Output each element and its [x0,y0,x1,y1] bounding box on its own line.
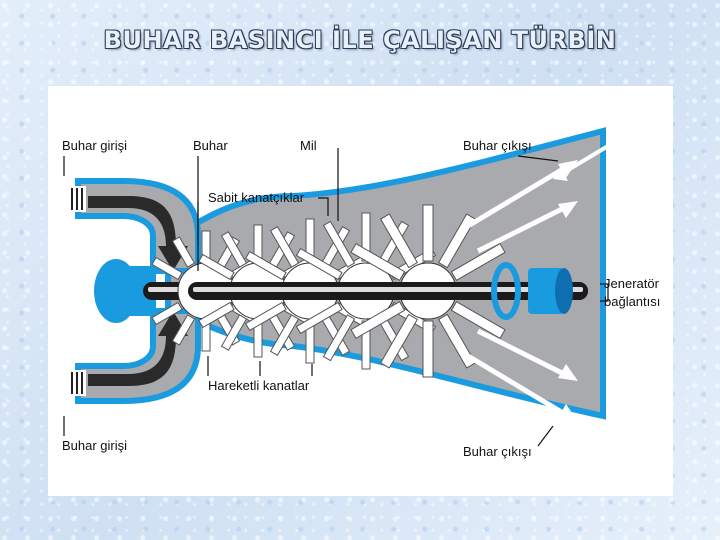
page-title: BUHAR BASINCI İLE ÇALIŞAN TÜRBİN [103,26,617,54]
label-steam-inlet-top: Buhar girişi [62,138,127,153]
shaft-overlay-highlight [193,287,583,292]
label-generator-line2: bağlantısı [604,294,660,309]
turbine-diagram: Buhar girişi Buhar Mil Buhar çıkışı Sabi… [62,127,660,459]
label-moving-blades: Hareketli kanatlar [208,378,310,393]
label-steam-outlet-bottom: Buhar çıkışı [463,444,532,459]
steam-arrow-bottom [88,311,188,386]
generator-coupling-face [555,268,573,314]
coupling-ring [491,262,521,320]
label-steam-outlet-top: Buhar çıkışı [463,138,532,153]
label-steam: Buhar [193,138,228,153]
blade-stage-5 [350,204,506,378]
label-shaft: Mil [300,138,317,153]
exhaust-arrows [466,144,610,422]
label-steam-inlet-bottom: Buhar girişi [62,438,127,453]
steam-arrow-top [88,196,188,271]
label-fixed-blades: Sabit kanatçıklar [208,190,305,205]
inlet-grill-top [68,186,86,212]
inlet-grill-bottom [68,370,86,396]
label-generator-line1: Jeneratör [604,276,660,291]
generator-coupling-body [528,268,564,314]
leader-lines [63,148,609,447]
turbine-diagram-panel: Buhar girişi Buhar Mil Buhar çıkışı Sabi… [48,86,673,496]
